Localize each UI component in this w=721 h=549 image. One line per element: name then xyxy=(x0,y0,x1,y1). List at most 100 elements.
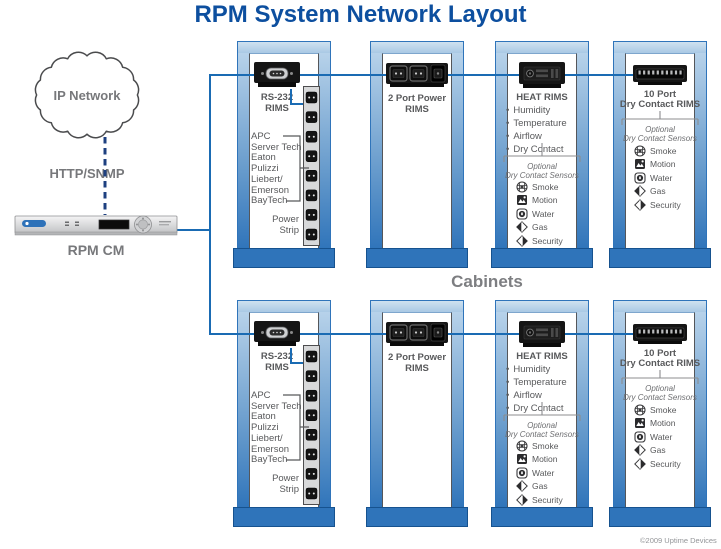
list-item: Security xyxy=(516,493,563,507)
sensor-list: Smoke Motion Water Gas Security xyxy=(634,403,681,471)
drycontact-rims-label: 10 Port Dry Contact RIMS xyxy=(619,89,701,110)
water-icon xyxy=(516,467,528,479)
list-item: Water xyxy=(634,171,681,185)
power-strip-label: Power Strip xyxy=(272,473,299,495)
vendor-item: APC xyxy=(251,390,271,401)
list-item: Water xyxy=(516,207,563,221)
feature-item: Airflow xyxy=(506,130,567,143)
sensor-list: Smoke Motion Water Gas Security xyxy=(634,144,681,212)
protocol-label: HTTP/SNMP xyxy=(49,166,125,181)
vendor-bracket xyxy=(283,394,309,461)
cabinet-base xyxy=(609,507,711,527)
list-item: Water xyxy=(634,430,681,444)
vendor-item: Liebert/ xyxy=(251,432,283,444)
motion-icon xyxy=(517,454,527,465)
vendor-item: Eaton xyxy=(251,152,276,164)
list-item: Water xyxy=(516,466,563,480)
rs232-rims-device-icon xyxy=(253,61,301,88)
cabinet-rs232-row1: RS-232 RIMS APC Server Tech Eaton Pulizz… xyxy=(233,41,335,268)
drycontact-rims-device-icon xyxy=(632,323,688,345)
sensor-list: Smoke Motion Water Gas Security xyxy=(516,180,563,248)
optional-sensors-label: Optional Dry Contact Sensors xyxy=(505,421,579,439)
vendor-item: Emerson xyxy=(251,443,290,455)
feature-item: Dry Contact xyxy=(506,402,567,415)
heat-rims-label: HEAT RIMS xyxy=(516,92,568,103)
cabinet-right-rail xyxy=(451,312,463,509)
list-item: Gas xyxy=(634,444,681,458)
power-rims-label: 2 Port Power RIMS xyxy=(387,93,447,115)
vendor-item: Emerson xyxy=(251,184,290,196)
vendor-item: Pulizzi xyxy=(251,163,279,175)
cabinet-base xyxy=(366,248,468,268)
smoke-icon xyxy=(516,181,528,193)
cabinet-base xyxy=(491,248,593,268)
cabinet-base xyxy=(366,507,468,527)
security-icon xyxy=(634,458,646,470)
power-rims-device-icon xyxy=(385,321,449,347)
list-item: Motion xyxy=(634,158,681,172)
heat-feature-list: Humidity Temperature Airflow Dry Contact xyxy=(506,363,567,415)
list-item: Gas xyxy=(634,185,681,199)
gas-icon xyxy=(634,185,646,197)
vendor-item: Pulizzi xyxy=(251,422,279,434)
feature-item: Humidity xyxy=(506,104,567,117)
list-item: Smoke xyxy=(516,439,563,453)
page-title: RPM System Network Layout xyxy=(194,1,527,28)
list-item: Security xyxy=(516,234,563,248)
optional-sensors-label: Optional Dry Contact Sensors xyxy=(505,162,579,180)
vendor-item: BayTech xyxy=(251,195,288,207)
water-icon xyxy=(634,431,646,443)
feature-item: Dry Contact xyxy=(506,143,567,156)
rpm-cm-label: RPM CM xyxy=(67,242,125,258)
security-icon xyxy=(516,235,528,247)
sensor-bracket xyxy=(503,402,581,422)
heat-feature-list: Humidity Temperature Airflow Dry Contact xyxy=(506,104,567,156)
list-item: Smoke xyxy=(634,403,681,417)
rpm-cm-device-icon xyxy=(14,215,178,236)
sensor-bracket xyxy=(503,143,581,163)
cabinet-base xyxy=(609,248,711,268)
rs232-rims-label: RS-232 RIMS xyxy=(260,351,294,373)
power-rims-label: 2 Port Power RIMS xyxy=(387,352,447,374)
cabinet-base xyxy=(233,507,335,527)
list-item: Gas xyxy=(516,221,563,235)
list-item: Smoke xyxy=(634,144,681,158)
heat-rims-device-icon xyxy=(518,320,566,348)
security-icon xyxy=(516,494,528,506)
vendor-list: APC Server Tech Eaton Pulizzi Liebert/ E… xyxy=(251,131,302,207)
cabinet-base xyxy=(491,507,593,527)
gas-icon xyxy=(634,444,646,456)
cabinet-right-rail xyxy=(694,53,706,250)
rs232-rims-device-icon xyxy=(253,320,301,347)
heat-rims-label: HEAT RIMS xyxy=(516,351,568,362)
feature-item: Humidity xyxy=(506,363,567,376)
motion-icon xyxy=(635,159,645,170)
power-strip-label: Power Strip xyxy=(272,214,299,236)
motion-icon xyxy=(635,418,645,429)
list-item: Motion xyxy=(516,194,563,208)
vendor-item: BayTech xyxy=(251,454,288,466)
feature-item: Airflow xyxy=(506,389,567,402)
drycontact-rims-label: 10 Port Dry Contact RIMS xyxy=(619,348,701,369)
ip-network-label: IP Network xyxy=(53,88,121,103)
gas-icon xyxy=(516,221,528,233)
list-item: Motion xyxy=(516,453,563,467)
ip-network-cloud xyxy=(34,51,140,139)
power-rims-device-icon xyxy=(385,62,449,88)
copyright-text: ©2009 Uptime Devices xyxy=(640,536,717,545)
feature-item: Temperature xyxy=(506,376,566,389)
feature-item: Temperature xyxy=(506,117,566,130)
vendor-item: Liebert/ xyxy=(251,173,283,185)
smoke-icon xyxy=(516,440,528,452)
gas-icon xyxy=(516,480,528,492)
list-item: Smoke xyxy=(516,180,563,194)
water-icon xyxy=(516,208,528,220)
vendor-bracket xyxy=(283,135,309,202)
sensor-list: Smoke Motion Water Gas Security xyxy=(516,439,563,507)
vendor-item: APC xyxy=(251,131,271,142)
security-icon xyxy=(634,199,646,211)
drycontact-rims-device-icon xyxy=(632,64,688,86)
list-item: Gas xyxy=(516,480,563,494)
list-item: Security xyxy=(634,457,681,471)
motion-icon xyxy=(517,195,527,206)
